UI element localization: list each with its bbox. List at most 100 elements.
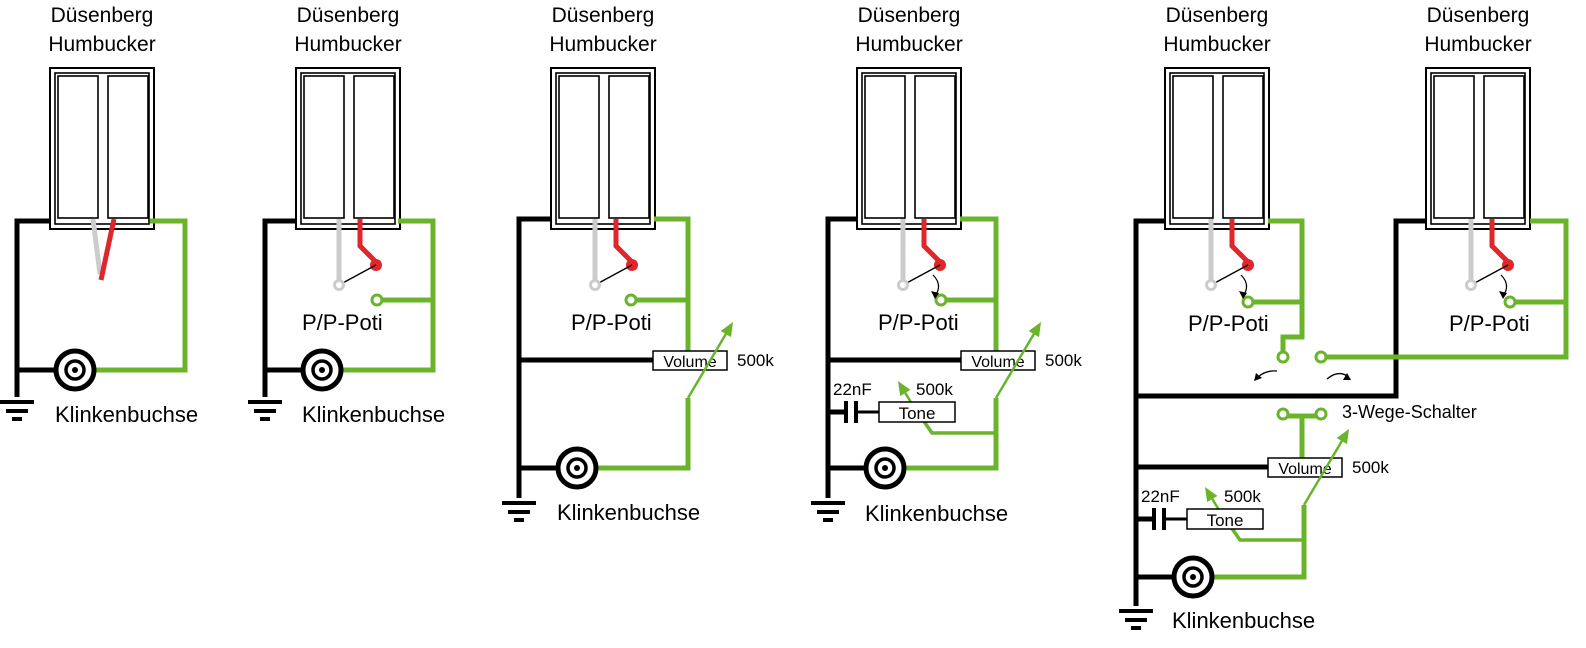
poti-switch-lever (594, 264, 633, 286)
volume-value-label: 500k (737, 351, 774, 370)
jack-inner-ring (311, 359, 333, 381)
jack-inner-ring (874, 457, 896, 479)
pickup-name-line2: Humbucker (1424, 33, 1531, 56)
tone-wiper-arrow-head (898, 381, 911, 397)
jack-inner-ring (1182, 566, 1204, 588)
poti-output-terminal (934, 293, 948, 307)
switch-arrow-right-head (1343, 373, 1351, 380)
pickup-inner-frame (300, 72, 396, 225)
volume-label: Volume (1278, 461, 1331, 478)
ground-wire-bridge (1136, 218, 1427, 399)
switch-arrow-right (1326, 372, 1348, 380)
pickup-coil-left (1172, 75, 1214, 219)
switch-terminal-1 (1276, 350, 1290, 364)
hot-wire (95, 218, 188, 373)
grey-wire-terminal (1205, 279, 1217, 291)
tone-wiper-arrow-line (1211, 498, 1221, 511)
jack-tip (72, 367, 78, 373)
switch-motion-arrowhead (1499, 291, 1507, 299)
poti-output-terminal (370, 293, 384, 307)
diagram-5-two-pickups-switch: DüsenbergHumbuckerDüsenbergHumbucker3-We… (1119, 4, 1569, 633)
ground-wire (516, 216, 552, 498)
pickup-housing (550, 67, 656, 230)
red-coil-wire (98, 218, 117, 281)
pickup-name-line1: Düsenberg (51, 4, 154, 27)
pickup-name-line2: Humbucker (549, 33, 656, 56)
volume-label: Volume (663, 354, 716, 371)
pickup-inner-frame (54, 72, 150, 225)
tone-label: Tone (899, 404, 936, 423)
pickup-inner-frame (861, 72, 957, 225)
tone-pot-body (1186, 508, 1264, 530)
tone-wiper-arrow-head (1205, 487, 1218, 503)
pickup-name-line1: Düsenberg (1166, 4, 1269, 27)
pickup-name-line1: Düsenberg (552, 4, 655, 27)
pickup-housing (295, 67, 401, 230)
switch-terminal-4 (1314, 407, 1328, 421)
jack-label: Klinkenbuchse (557, 500, 700, 525)
pickup-name-line1: Düsenberg (297, 4, 400, 27)
pickup-housing (1425, 67, 1531, 230)
hot-wire-top (654, 216, 691, 352)
ground-wire (14, 218, 55, 373)
capacitor-label: 22nF (1141, 487, 1180, 506)
jack-tip (574, 465, 580, 471)
volume-wiper-arrow-line (994, 333, 1035, 399)
volume-wiper-arrow-head (720, 322, 733, 338)
pickup-name-line2: Humbucker (294, 33, 401, 56)
capacitor-label: 22nF (833, 380, 872, 399)
red-coil-wire (921, 219, 942, 264)
pickup-housing (1164, 67, 1270, 230)
pickup-coil-right (1483, 75, 1525, 219)
pickup-coil-left (57, 75, 99, 219)
pp-poti-label: P/P-Poti (878, 310, 959, 335)
pp-poti-label-1: P/P-Poti (1188, 311, 1269, 336)
jack-tip (882, 465, 888, 471)
pickup-coil-right (608, 75, 650, 219)
volume-wiper-arrow-head (1336, 429, 1349, 445)
poti-output-terminal (624, 293, 638, 307)
red-coil-wire (613, 219, 634, 264)
switch-label: 3-Wege-Schalter (1342, 402, 1477, 422)
pp-poti-label: P/P-Poti (571, 310, 652, 335)
pickup-inner-frame (555, 72, 651, 225)
tone-value-label: 500k (916, 380, 953, 399)
jack-inner-ring (566, 457, 588, 479)
ground-wire-main (1133, 218, 1166, 606)
pp-poti-label-2: P/P-Poti (1449, 311, 1530, 336)
poti-switch-lever (1210, 264, 1249, 286)
jack-label: Klinkenbuchse (302, 402, 445, 427)
pickup-name-line2: Humbucker (1163, 33, 1270, 56)
pickup-coil-left (558, 75, 600, 219)
switch-motion-arrowhead (931, 291, 939, 299)
pickup-coil-left (864, 75, 906, 219)
ground-wire (262, 218, 303, 373)
poti-switch-lever (902, 264, 941, 286)
grey-wire-terminal (897, 279, 909, 291)
hot-wire-pickup-1 (1268, 218, 1305, 352)
switch-terminal-2 (1314, 350, 1328, 364)
poti-1-output-terminal (1241, 295, 1255, 309)
pickup-coil-left (303, 75, 345, 219)
volume-wiper-arrow-line (1302, 440, 1343, 506)
pp-poti-label: P/P-Poti (302, 310, 383, 335)
hot-wire-pickup-2 (1325, 218, 1569, 360)
poti-2-output-terminal (1503, 295, 1517, 309)
tone-label: Tone (1207, 511, 1244, 530)
red-coil-wire (1489, 219, 1510, 264)
pickup-coil-right (107, 75, 149, 219)
hot-wire (341, 218, 436, 373)
volume-value-label: 500k (1045, 351, 1082, 370)
hot-wire-bottom (904, 398, 999, 471)
jack-label: Klinkenbuchse (55, 402, 198, 427)
volume-value-label: 500k (1352, 458, 1389, 477)
pickup-housing (49, 67, 155, 230)
pickup-coil-right (1222, 75, 1264, 219)
grey-wire-terminal (333, 279, 345, 291)
tone-pot-body (878, 401, 956, 423)
